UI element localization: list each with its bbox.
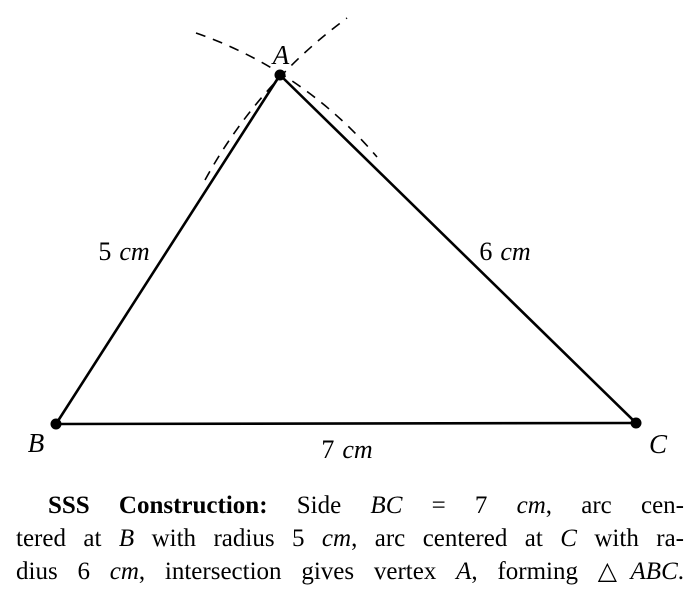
vertex-label-b: B	[28, 428, 45, 458]
side-label-bc-unit: cm	[342, 435, 372, 464]
caption-line-3: dius 6 cm, intersection gives vertex A, …	[16, 558, 684, 585]
construction-diagram: A B C 5 cm 6 cm 7 cm	[28, 17, 668, 464]
edge-ab	[54, 73, 282, 426]
side-label-bc: 7 cm	[321, 435, 372, 464]
vertex-label-a: A	[271, 40, 290, 70]
side-label-ab-unit: cm	[119, 237, 149, 266]
vertex-dot-c	[630, 417, 642, 429]
caption-line-1: SSS Construction: Side BC = 7 cm, arc ce…	[48, 492, 684, 519]
edge-ac	[278, 73, 638, 425]
side-label-ab: 5 cm	[98, 237, 149, 266]
edge-bc	[54, 421, 638, 426]
vertex-dot-b	[50, 418, 62, 430]
side-label-ac: 6 cm	[479, 237, 530, 266]
side-label-ac-unit: cm	[500, 237, 530, 266]
vertex-label-c: C	[649, 429, 668, 459]
arc-centered-at-c	[204, 17, 348, 181]
side-label-bc-value: 7	[321, 435, 334, 464]
side-label-ab-value: 5	[98, 237, 111, 266]
arc-centered-at-b	[195, 32, 378, 158]
side-label-ac-value: 6	[479, 237, 492, 266]
vertex-dot-a	[274, 69, 286, 81]
caption-line-2: tered at B with radius 5 cm, arc centere…	[16, 525, 685, 552]
caption: SSS Construction: Side BC = 7 cm, arc ce…	[16, 489, 684, 588]
